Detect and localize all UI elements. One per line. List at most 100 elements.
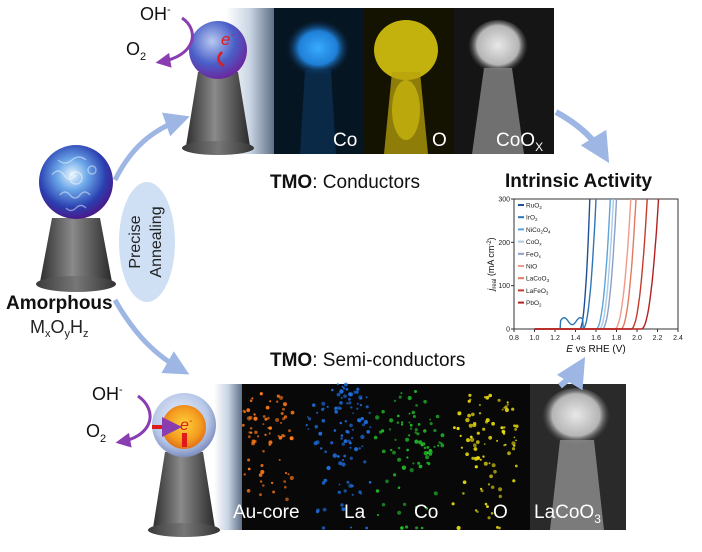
- map-speckle: [423, 429, 427, 433]
- map-speckle: [397, 414, 400, 418]
- map-speckle: [504, 405, 508, 409]
- map-speckle: [401, 421, 404, 424]
- map-speckle: [487, 483, 491, 486]
- map-speckle: [412, 415, 416, 418]
- map-speckle: [507, 451, 511, 456]
- map-speckle: [341, 442, 345, 446]
- map-speckle: [343, 489, 347, 493]
- map-speckle: [390, 448, 393, 452]
- bottom-label-au: Au-core: [233, 502, 300, 523]
- map-speckle: [490, 512, 494, 515]
- map-speckle: [417, 423, 421, 426]
- legend-label: NiCo2O4: [526, 227, 551, 235]
- map-speckle: [360, 417, 364, 421]
- bottom-map-lacoo3: [530, 384, 626, 530]
- map-speckle: [242, 409, 246, 413]
- map-speckle: [488, 462, 491, 465]
- map-speckle: [503, 444, 506, 447]
- top-o2: O2: [126, 39, 146, 63]
- bottom-label-co: Co: [414, 502, 438, 523]
- map-speckle: [418, 464, 423, 469]
- map-speckle: [345, 429, 349, 434]
- arrow-to-semiconductor: [112, 298, 190, 375]
- map-speckle: [312, 403, 315, 406]
- map-speckle: [385, 479, 389, 484]
- bottom-map-panel-1: [241, 392, 295, 502]
- map-speckle: [356, 402, 359, 405]
- map-speckle: [400, 526, 404, 530]
- map-speckle: [473, 443, 477, 448]
- map-speckle: [497, 398, 501, 402]
- map-speckle: [340, 503, 344, 507]
- map-speckle: [426, 461, 429, 465]
- map-speckle: [280, 412, 284, 415]
- map-speckle: [355, 390, 359, 394]
- map-speckle: [491, 421, 495, 426]
- arrow-bottom-to-chart: [556, 356, 586, 391]
- map-speckle: [359, 397, 363, 400]
- map-speckle: [275, 418, 280, 422]
- map-speckle: [429, 422, 433, 426]
- map-speckle: [324, 450, 327, 454]
- map-speckle: [321, 419, 326, 423]
- map-speckle: [266, 416, 270, 420]
- map-speckle: [498, 487, 503, 492]
- map-speckle: [409, 468, 414, 473]
- map-speckle: [467, 399, 471, 403]
- map-speckle: [406, 448, 409, 452]
- map-speckle: [478, 403, 481, 407]
- map-speckle: [365, 396, 368, 399]
- map-speckle: [491, 463, 496, 468]
- top-reaction-arrow: [155, 16, 194, 68]
- map-speckle: [259, 392, 263, 396]
- bottom-map-panel-3: [373, 390, 445, 530]
- map-speckle: [397, 457, 402, 462]
- map-speckle: [479, 458, 482, 461]
- map-speckle: [341, 385, 344, 388]
- map-speckle: [259, 480, 263, 483]
- map-speckle: [420, 443, 424, 447]
- map-speckle: [468, 393, 472, 397]
- map-speckle: [373, 435, 378, 440]
- map-speckle: [409, 423, 413, 427]
- map-speckle: [451, 502, 455, 506]
- map-speckle: [456, 525, 461, 531]
- map-speckle: [501, 408, 504, 411]
- map-speckle: [351, 493, 354, 496]
- map-speckle: [343, 394, 347, 398]
- top-oh: OH-: [140, 4, 171, 24]
- map-speckle: [282, 402, 288, 407]
- map-speckle: [392, 450, 396, 455]
- map-speckle: [488, 393, 493, 398]
- map-speckle: [369, 426, 372, 429]
- top-caption: TMO: Conductors: [270, 172, 420, 193]
- map-speckle: [339, 401, 343, 405]
- map-speckle: [484, 502, 488, 506]
- map-speckle: [389, 418, 394, 423]
- x-tick-label: 2.4: [673, 335, 683, 342]
- legend-label: RuO2: [526, 203, 542, 211]
- map-speckle: [433, 445, 436, 448]
- map-speckle: [246, 416, 252, 421]
- map-speckle: [397, 446, 401, 450]
- legend-label: FeOx: [526, 251, 542, 259]
- map-speckle: [262, 423, 265, 426]
- map-speckle: [323, 478, 327, 482]
- map-speckle: [400, 392, 403, 395]
- map-speckle: [405, 437, 410, 442]
- map-speckle: [262, 484, 265, 487]
- map-speckle: [401, 465, 407, 470]
- map-speckle: [268, 426, 272, 430]
- map-speckle: [459, 434, 462, 437]
- map-speckle: [333, 429, 337, 432]
- x-tick-label: 1.6: [591, 335, 601, 342]
- map-speckle: [352, 412, 355, 414]
- map-speckle: [350, 436, 354, 440]
- map-speckle: [437, 444, 440, 447]
- map-speckle: [334, 410, 339, 414]
- top-map-o: [364, 8, 454, 154]
- map-speckle: [265, 405, 270, 410]
- map-speckle: [483, 443, 486, 445]
- legend-label: PbO2: [526, 300, 542, 308]
- map-speckle: [341, 507, 346, 512]
